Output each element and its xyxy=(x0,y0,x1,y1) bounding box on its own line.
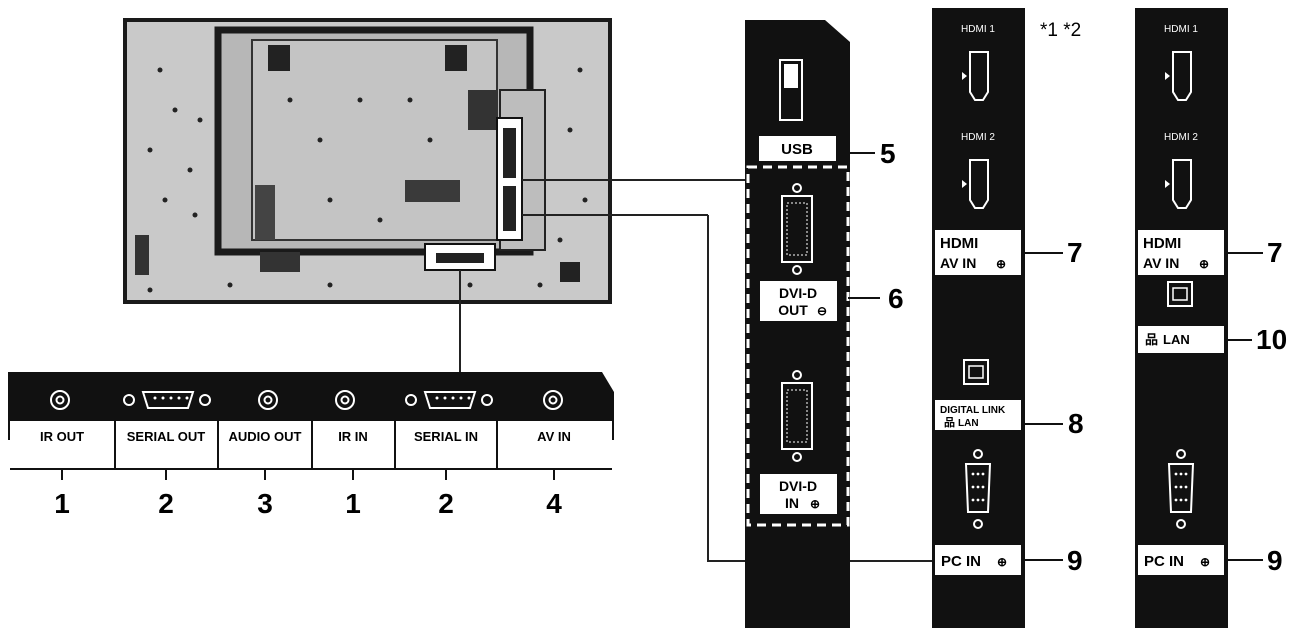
callout-2a: 2 xyxy=(158,488,174,519)
label-dvi-in-2: IN xyxy=(785,495,799,511)
label-ir-out: IR OUT xyxy=(40,429,84,444)
label-serial-in: SERIAL IN xyxy=(414,429,478,444)
label-av-in-hdmi: AV IN xyxy=(940,255,976,271)
label-hdmi1: HDMI 1 xyxy=(961,24,995,35)
label-digital-link: DIGITAL LINK xyxy=(940,405,1006,416)
label-hdmi1-b: HDMI 1 xyxy=(1164,24,1198,35)
label-serial-out: SERIAL OUT xyxy=(127,429,206,444)
usb-dvi-panel: USB 5 DVI-D OUT ⊖ 6 DVI-D IN ⊕ xyxy=(745,20,904,628)
display-rear-view xyxy=(123,18,612,304)
callout-10: 10 xyxy=(1256,324,1287,355)
callout-9a: 9 xyxy=(1067,545,1083,576)
lan-port-icon-b xyxy=(1167,281,1193,307)
label-hdmi2-b: HDMI 2 xyxy=(1164,132,1198,143)
hdmi-logo: HDMI xyxy=(940,235,978,252)
network-icon-b: 品 xyxy=(1145,332,1158,347)
label-hdmi2: HDMI 2 xyxy=(961,132,995,143)
hdmi-logo-b: HDMI xyxy=(1143,235,1181,252)
hdmi1-port-icon xyxy=(1172,51,1192,101)
callout-4: 4 xyxy=(546,488,562,519)
label-lan-b: LAN xyxy=(1163,332,1190,347)
callout-2b: 2 xyxy=(438,488,454,519)
callout-9b: 9 xyxy=(1267,545,1283,576)
callout-7b: 7 xyxy=(1267,237,1283,268)
hdmi1-port-icon xyxy=(969,51,989,101)
input-arrow-icon: ⊕ xyxy=(1200,555,1210,569)
footnote-marks: *1 *2 xyxy=(1040,20,1081,41)
network-icon: 品 xyxy=(944,416,955,429)
label-av-in: AV IN xyxy=(537,429,571,444)
hdmi2-port-icon xyxy=(969,159,989,209)
callout-5: 5 xyxy=(880,138,896,169)
lan-port-icon xyxy=(963,359,989,385)
label-dvi-in-1: DVI-D xyxy=(779,478,817,494)
usb-port-icon xyxy=(779,59,803,121)
label-pc-in-a: PC IN xyxy=(941,553,981,570)
input-arrow-icon: ⊕ xyxy=(996,257,1006,271)
leader-lines xyxy=(459,179,932,562)
callout-1a: 1 xyxy=(54,488,70,519)
serial-out-connector-icon xyxy=(123,391,211,409)
input-arrow-icon: ⊕ xyxy=(810,497,820,511)
label-dvi-out-1: DVI-D xyxy=(779,285,817,301)
vga-port-icon-b xyxy=(1167,449,1195,529)
callout-3: 3 xyxy=(257,488,273,519)
serial-in-connector-icon xyxy=(405,391,493,409)
input-arrow-icon: ⊕ xyxy=(1199,257,1209,271)
vga-port-icon xyxy=(964,449,992,529)
dvi-in-connector-icon xyxy=(781,370,813,462)
label-dvi-out-2: OUT xyxy=(778,302,808,318)
hdmi2-port-icon xyxy=(1172,159,1192,209)
output-arrow-icon: ⊖ xyxy=(817,304,827,318)
label-pc-in-b: PC IN xyxy=(1144,553,1184,570)
hdmi-digital-link-panel: HDMI 1 HDMI 2 HDMI AV IN ⊕ 7 DIGITAL LIN… xyxy=(932,8,1084,628)
input-arrow-icon: ⊕ xyxy=(997,555,1007,569)
label-ir-in: IR IN xyxy=(338,429,368,444)
bottom-terminal-panel: IR OUT SERIAL OUT AUDIO OUT IR IN SERIAL… xyxy=(8,372,614,519)
dvi-out-connector-icon xyxy=(781,183,813,275)
label-lan-dl: LAN xyxy=(958,418,979,429)
label-av-in-hdmi-b: AV IN xyxy=(1143,255,1179,271)
callout-7a: 7 xyxy=(1067,237,1083,268)
label-usb: USB xyxy=(781,141,813,158)
hdmi-lan-panel: HDMI 1 HDMI 2 HDMI AV IN ⊕ 7 品 LAN 10 xyxy=(1135,8,1287,628)
callout-6: 6 xyxy=(888,283,904,314)
label-audio-out: AUDIO OUT xyxy=(229,429,302,444)
callout-8: 8 xyxy=(1068,408,1084,439)
callout-1b: 1 xyxy=(345,488,361,519)
